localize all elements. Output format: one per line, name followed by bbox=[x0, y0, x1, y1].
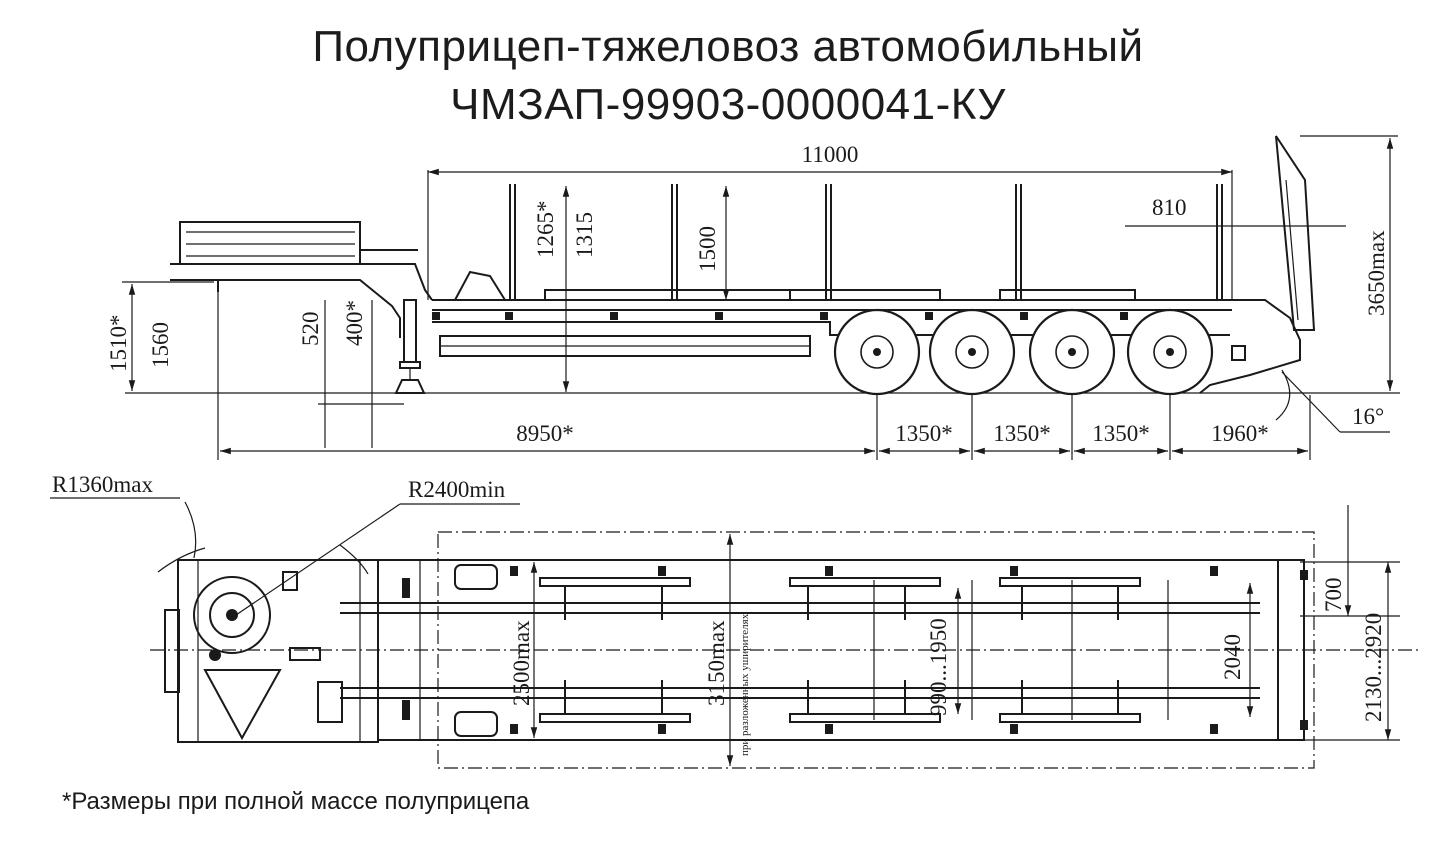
svg-text:3650max: 3650max bbox=[1364, 230, 1389, 316]
svg-text:1960*: 1960* bbox=[1211, 421, 1269, 446]
svg-text:11000: 11000 bbox=[802, 142, 859, 167]
top-view: R1360max R2400min 2500max 3150max при ра… bbox=[50, 472, 1420, 769]
svg-text:R1360max: R1360max bbox=[52, 472, 153, 497]
dim-520-400: 520 400* bbox=[298, 300, 404, 448]
dim-angle: 16° bbox=[1275, 369, 1390, 433]
svg-text:R2400min: R2400min bbox=[408, 477, 506, 502]
svg-text:1350*: 1350* bbox=[993, 421, 1051, 446]
dim-990-1950: 990...1950 bbox=[926, 588, 962, 716]
svg-text:1500: 1500 bbox=[695, 226, 720, 272]
svg-text:990...1950: 990...1950 bbox=[926, 618, 951, 716]
dim-810: 810 bbox=[1125, 195, 1346, 227]
svg-text:400*: 400* bbox=[342, 300, 367, 346]
dim-overall-length: 11000 bbox=[427, 142, 1233, 300]
svg-text:2130...2920: 2130...2920 bbox=[1361, 613, 1386, 722]
svg-text:1510*: 1510* bbox=[106, 315, 131, 373]
dim-3650: 3650max bbox=[1300, 135, 1398, 391]
svg-text:8950*: 8950* bbox=[516, 421, 574, 446]
svg-text:3150max: 3150max bbox=[704, 620, 729, 706]
dim-1510-1560: 1510* 1560 bbox=[106, 281, 214, 391]
svg-text:810: 810 bbox=[1152, 195, 1187, 220]
svg-text:700: 700 bbox=[1321, 578, 1346, 613]
wheels bbox=[833, 308, 1214, 396]
dim-700-2130: 700 2130...2920 bbox=[1300, 505, 1400, 741]
svg-text:1265*: 1265* bbox=[533, 201, 558, 259]
dim-stake-height-2: 1500 bbox=[695, 186, 730, 300]
svg-text:1315: 1315 bbox=[572, 212, 597, 258]
dim-chain-bottom: 8950* 1350* 1350* 1350* 1960* bbox=[217, 290, 1311, 460]
dim-3150: 3150max при разложенных уширителях bbox=[704, 534, 751, 766]
dim-2500: 2500max bbox=[509, 562, 538, 738]
diagram-title: Полуприцеп-тяжеловоз автомобильный bbox=[312, 22, 1144, 71]
side-view: 11000 1265* 1315 1500 810 3650max 1510* bbox=[106, 135, 1400, 460]
dim-2040: 2040 bbox=[1220, 583, 1254, 717]
svg-text:16°: 16° bbox=[1352, 404, 1384, 429]
main-deck bbox=[340, 559, 1308, 741]
svg-text:1350*: 1350* bbox=[895, 421, 953, 446]
diagram-model: ЧМЗАП-99903-0000041-КУ bbox=[450, 80, 1006, 129]
dim-r1360: R1360max bbox=[50, 472, 206, 573]
gooseneck bbox=[170, 221, 433, 394]
svg-text:1560: 1560 bbox=[148, 322, 173, 368]
axle-groups bbox=[539, 577, 1169, 723]
svg-text:при разложенных уширителях: при разложенных уширителях bbox=[739, 613, 751, 756]
svg-text:1350*: 1350* bbox=[1092, 421, 1150, 446]
svg-text:520: 520 bbox=[298, 312, 323, 347]
svg-text:2500max: 2500max bbox=[509, 620, 534, 706]
dim-stake-height-1: 1265* 1315 bbox=[533, 186, 597, 392]
dim-r2400: R2400min bbox=[235, 477, 520, 616]
stakes bbox=[509, 184, 1223, 300]
front-platform bbox=[164, 559, 379, 743]
footnote: *Размеры при полной массе полуприцепа bbox=[62, 788, 530, 815]
svg-text:2040: 2040 bbox=[1220, 634, 1245, 680]
